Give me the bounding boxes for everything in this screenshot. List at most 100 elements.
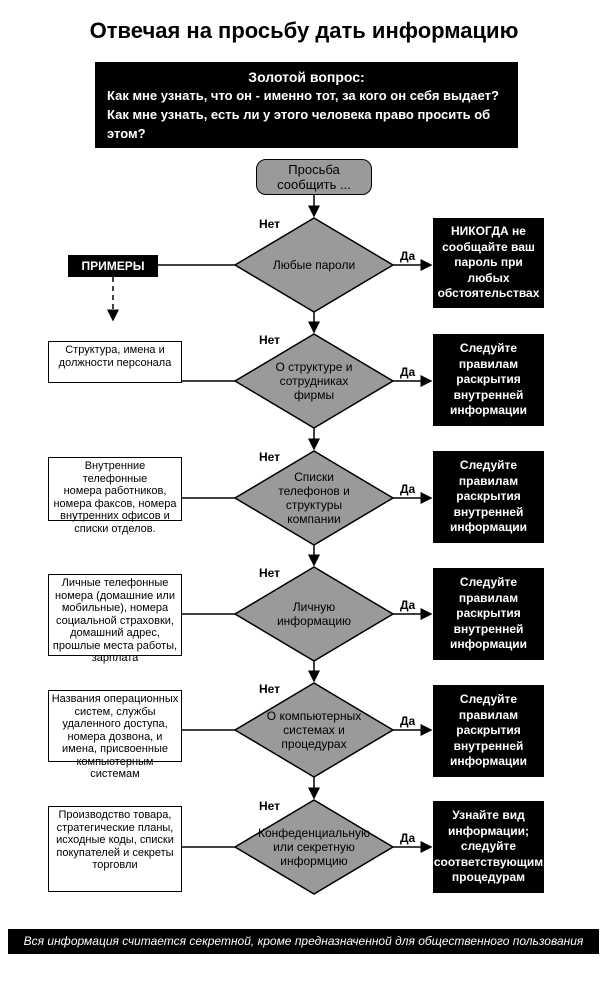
decision-label-line: информцию <box>280 854 348 868</box>
action-box-line: Следуйте <box>459 575 518 590</box>
action-box-line: информации <box>450 637 527 652</box>
start-node-line: Просьба <box>288 162 340 177</box>
example-box-line: компьютерным системам <box>76 755 154 781</box>
action-box-line: Следуйте <box>459 692 518 707</box>
example-box-line: имена, присвоенные <box>62 743 168 755</box>
decision-label-line: структуры <box>285 498 343 512</box>
decision-label-line: процедурах <box>281 737 347 751</box>
example-box-line: мобильные), номера <box>61 602 169 614</box>
decision-label-line: Личную <box>292 600 336 614</box>
no-label: Нет <box>259 333 281 347</box>
action-box-line: правилам <box>458 356 519 371</box>
page-title: Отвечая на просьбу дать информацию <box>89 18 519 43</box>
yes-label: Да <box>400 598 416 612</box>
action-box-line: правилам <box>458 707 519 722</box>
decision-label-line: телефонов и <box>278 484 350 498</box>
decision-diamond <box>233 799 395 895</box>
example-box-line: списки отделов. <box>74 522 156 535</box>
action-box-line: НИКОГДА не <box>451 224 526 239</box>
example-box-line: номера работников, <box>63 485 167 497</box>
action-box-line: раскрытия <box>456 723 521 738</box>
start-node: Просьба сообщить ... <box>256 159 372 195</box>
golden-question-line: этом? <box>107 126 146 141</box>
action-box-line: раскрытия <box>456 489 521 504</box>
decision-label-line: Конфеденциальную <box>257 826 370 840</box>
example-box-line: Личные телефонные <box>61 577 169 589</box>
decision-label-line: или секретную <box>273 840 355 854</box>
decision-label-line: Списки <box>294 470 334 484</box>
yes-label: Да <box>400 831 416 845</box>
action-box-line: процедурам <box>451 870 526 885</box>
example-box-line: номера факсов, номера <box>53 497 177 510</box>
action-box-line: Следуйте <box>459 341 518 356</box>
example-box-line: Структура, имена и <box>65 344 165 356</box>
action-box-line: обстоятельствах <box>437 286 540 301</box>
example-box-line: номера (домашние или <box>55 589 175 602</box>
no-label: Нет <box>259 682 281 696</box>
decision-label-line: Любые пароли <box>272 258 356 272</box>
action-box-line: информации <box>450 403 527 418</box>
action-box-line: правилам <box>458 590 519 605</box>
action-box-line: любых <box>467 270 510 285</box>
example-box-line: торговли <box>92 859 138 871</box>
action-box-line: Следуйте <box>459 458 518 473</box>
examples-label: ПРИМЕРЫ <box>68 255 158 277</box>
no-label: Нет <box>259 217 281 231</box>
example-box-line: домашний адрес, <box>70 627 160 639</box>
action-box-line: соответствующим <box>433 854 544 869</box>
example-box-line: покупателей и секреты <box>56 846 174 859</box>
example-box-line: социальной страховки, <box>56 614 174 627</box>
no-label: Нет <box>259 566 281 580</box>
decision-label: Любые пароли <box>254 229 374 301</box>
example-box-line: систем, службы <box>74 705 156 718</box>
yes-label: Да <box>400 249 416 263</box>
example-box-line: прошлые места работы, <box>52 639 178 652</box>
action-box-line: следуйте <box>460 839 517 854</box>
action-box-line: раскрытия <box>456 606 521 621</box>
example-box-line: удаленного доступа, <box>62 718 168 730</box>
action-box-line: внутренней <box>453 738 524 753</box>
example-box-line: номера дозвона, и <box>67 730 163 743</box>
start-node-line: сообщить ... <box>277 177 351 192</box>
no-label: Нет <box>259 450 281 464</box>
example-box-line: стратегические планы, <box>56 821 174 834</box>
action-box-line: внутренней <box>453 387 524 402</box>
yes-label: Да <box>400 365 416 379</box>
example-box-line: Производство товара, <box>58 809 172 821</box>
example-box-line: внутренних офисов и <box>60 510 170 522</box>
action-box-line: информации; <box>447 823 529 838</box>
action-box-line: раскрытия <box>456 372 521 387</box>
decision-label-line: О компьютерных <box>266 709 362 723</box>
example-box-line: Названия операционных <box>51 693 179 705</box>
golden-question-line: Как мне узнать, есть ли у этого человека… <box>107 107 491 122</box>
example-box-line: исходные коды, списки <box>56 834 174 846</box>
action-box-line: правилам <box>458 473 519 488</box>
action-box-line: информации <box>450 520 527 535</box>
decision-label-line: системах и <box>283 723 345 737</box>
action-box-line: информации <box>450 754 527 769</box>
action-box-line: пароль при <box>454 255 523 270</box>
action-box-line: сообщайте ваш <box>442 239 535 254</box>
action-box-line: Узнайте вид <box>452 808 525 823</box>
example-box-line: Внутренние телефонные <box>82 460 148 485</box>
decision-label-line: информацию <box>276 614 352 628</box>
action-box-line: внутренней <box>453 621 524 636</box>
golden-question-box: Золотой вопрос: Как мне узнать, что он -… <box>95 62 518 148</box>
yes-label: Да <box>400 714 416 728</box>
golden-question-line: Как мне узнать, что он - именно тот, за … <box>107 88 499 103</box>
decision-label-line: сотрудниках <box>279 374 349 388</box>
example-box-line: должности персонала <box>58 356 172 369</box>
decision-label-line: фирмы <box>293 388 335 402</box>
